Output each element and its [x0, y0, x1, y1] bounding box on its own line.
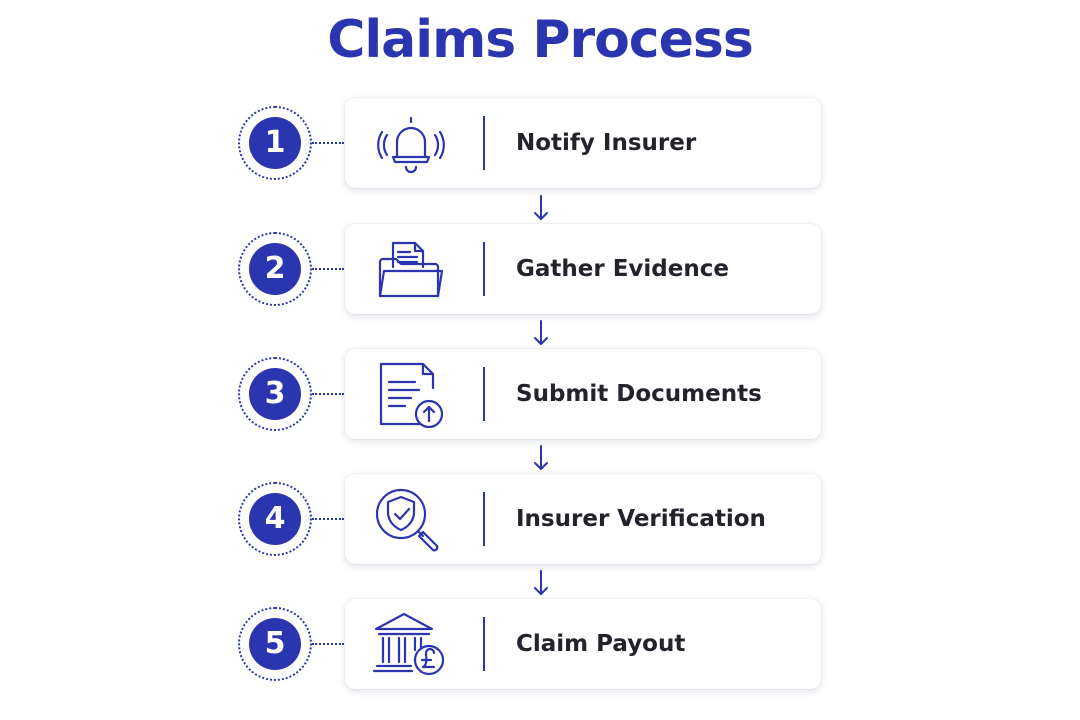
step-number: 1 — [249, 117, 301, 169]
down-arrow-icon — [531, 443, 551, 473]
step-number: 2 — [249, 243, 301, 295]
step-label: Notify Insurer — [516, 130, 697, 156]
step-label: Submit Documents — [516, 381, 762, 407]
card-divider — [483, 242, 485, 296]
step-card: Submit Documents — [345, 349, 821, 439]
card-divider — [483, 116, 485, 170]
step-4: 4 Insurer Verification — [0, 474, 1080, 566]
folder-icon — [371, 235, 451, 303]
shield-search-icon — [371, 485, 451, 553]
step-number-ring: 3 — [238, 357, 312, 431]
step-number: 3 — [249, 368, 301, 420]
card-divider — [483, 492, 485, 546]
bell-icon — [371, 109, 451, 177]
step-3: 3 Submit Documents — [0, 349, 1080, 441]
step-5: 5 Claim Payout — [0, 599, 1080, 691]
card-divider — [483, 617, 485, 671]
step-card: Gather Evidence — [345, 224, 821, 314]
step-number-ring: 2 — [238, 232, 312, 306]
step-label: Insurer Verification — [516, 506, 766, 532]
dotted-connector — [312, 142, 344, 144]
step-number: 4 — [249, 493, 301, 545]
dotted-connector — [312, 268, 344, 270]
dotted-connector — [312, 643, 344, 645]
down-arrow-icon — [531, 318, 551, 348]
down-arrow-icon — [531, 193, 551, 223]
step-card: Insurer Verification — [345, 474, 821, 564]
dotted-connector — [312, 518, 344, 520]
step-card: Notify Insurer — [345, 98, 821, 188]
document-upload-icon — [371, 360, 451, 428]
step-number-ring: 1 — [238, 106, 312, 180]
step-number-ring: 4 — [238, 482, 312, 556]
step-number-ring: 5 — [238, 607, 312, 681]
card-divider — [483, 367, 485, 421]
bank-pound-icon — [371, 610, 451, 678]
step-label: Gather Evidence — [516, 256, 729, 282]
diagram-title: Claims Process — [327, 10, 754, 70]
step-2: 2 Gather Evidence — [0, 224, 1080, 316]
step-number: 5 — [249, 618, 301, 670]
step-1: 1 Notify Insurer — [0, 98, 1080, 190]
step-label: Claim Payout — [516, 631, 686, 657]
down-arrow-icon — [531, 568, 551, 598]
dotted-connector — [312, 393, 344, 395]
step-card: Claim Payout — [345, 599, 821, 689]
